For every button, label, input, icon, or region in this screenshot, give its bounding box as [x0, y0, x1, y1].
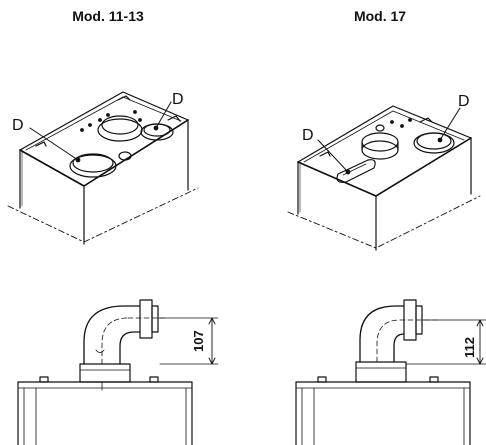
dimension-107: 107: [191, 330, 206, 352]
callout-d-left-2: D: [172, 91, 184, 108]
boiler-top-view-17: [287, 105, 481, 251]
boiler-side-view-17: [295, 299, 486, 445]
callout-d-left-1: D: [12, 117, 24, 134]
model-title-11-13: Mod. 11-13: [72, 8, 144, 24]
boiler-top-view-11-13: [7, 91, 199, 245]
callout-d-right-1: D: [302, 127, 314, 144]
callout-d-right-2: D: [458, 93, 470, 110]
dimension-112: 112: [462, 337, 477, 358]
model-title-17: Mod. 17: [353, 8, 407, 24]
boiler-side-view-11-13: [17, 299, 219, 445]
